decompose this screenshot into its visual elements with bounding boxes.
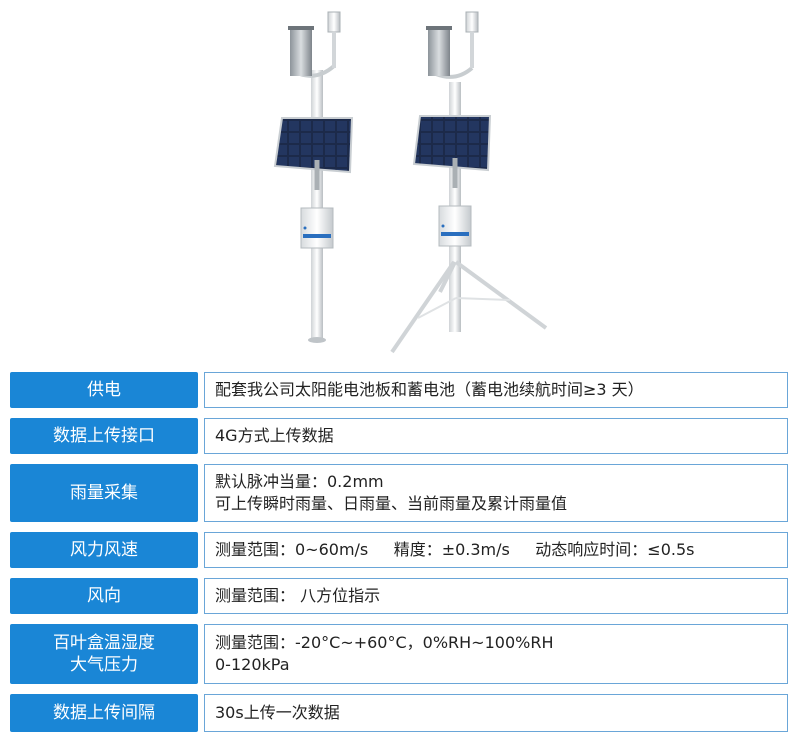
- right-tripod-leg-right: [454, 260, 548, 330]
- spec-value: 测量范围：-20°C~+60°C，0%RH~100%RH 0-120kPa: [204, 624, 788, 684]
- spec-label: 风力风速: [10, 532, 198, 568]
- spec-value: 30s上传一次数据: [204, 694, 788, 732]
- right-solar-panel: [412, 115, 492, 172]
- spec-value: 4G方式上传数据: [204, 418, 788, 454]
- right-weather-station: [390, 11, 548, 354]
- left-louver-shield: [290, 28, 312, 76]
- weather-station-illustration: [273, 11, 548, 354]
- left-weather-station: [273, 11, 354, 343]
- spec-value: 默认脉冲当量：0.2mm 可上传瞬时雨量、日雨量、当前雨量及累计雨量值: [204, 464, 788, 522]
- right-wind-sensor: [465, 11, 479, 33]
- spec-label: 百叶盒温湿度 大气压力: [10, 624, 198, 684]
- spec-label: 供电: [10, 372, 198, 408]
- left-pole: [311, 70, 323, 340]
- left-control-box: [300, 207, 334, 249]
- right-control-box: [438, 205, 472, 247]
- spec-row-upload-interval: 数据上传间隔 30s上传一次数据: [10, 694, 788, 732]
- spec-row-data-interface: 数据上传接口 4G方式上传数据: [10, 418, 788, 454]
- right-tripod-leg-left: [390, 260, 456, 354]
- right-tripod-leg-back: [438, 261, 457, 293]
- right-louver-shield: [428, 28, 450, 76]
- spec-value: 配套我公司太阳能电池板和蓄电池（蓄电池续航时间≥3 天）: [204, 372, 788, 408]
- spec-label: 风向: [10, 578, 198, 614]
- spec-row-temp-humidity-pressure: 百叶盒温湿度 大气压力 测量范围：-20°C~+60°C，0%RH~100%RH…: [10, 624, 788, 684]
- spec-row-power: 供电 配套我公司太阳能电池板和蓄电池（蓄电池续航时间≥3 天）: [10, 372, 788, 408]
- spec-label: 数据上传间隔: [10, 694, 198, 732]
- left-wind-sensor: [327, 11, 341, 33]
- spec-value: 测量范围： 八方位指示: [204, 578, 788, 614]
- left-solar-panel: [273, 117, 354, 174]
- spec-label: 雨量采集: [10, 464, 198, 522]
- spec-row-wind-speed: 风力风速 测量范围：0~60m/s 精度：±0.3m/s 动态响应时间：≤0.5…: [10, 532, 788, 568]
- spec-value: 测量范围：0~60m/s 精度：±0.3m/s 动态响应时间：≤0.5s: [204, 532, 788, 568]
- spec-row-rainfall: 雨量采集 默认脉冲当量：0.2mm 可上传瞬时雨量、日雨量、当前雨量及累计雨量值: [10, 464, 788, 522]
- spec-label: 数据上传接口: [10, 418, 198, 454]
- spec-row-wind-direction: 风向 测量范围： 八方位指示: [10, 578, 788, 614]
